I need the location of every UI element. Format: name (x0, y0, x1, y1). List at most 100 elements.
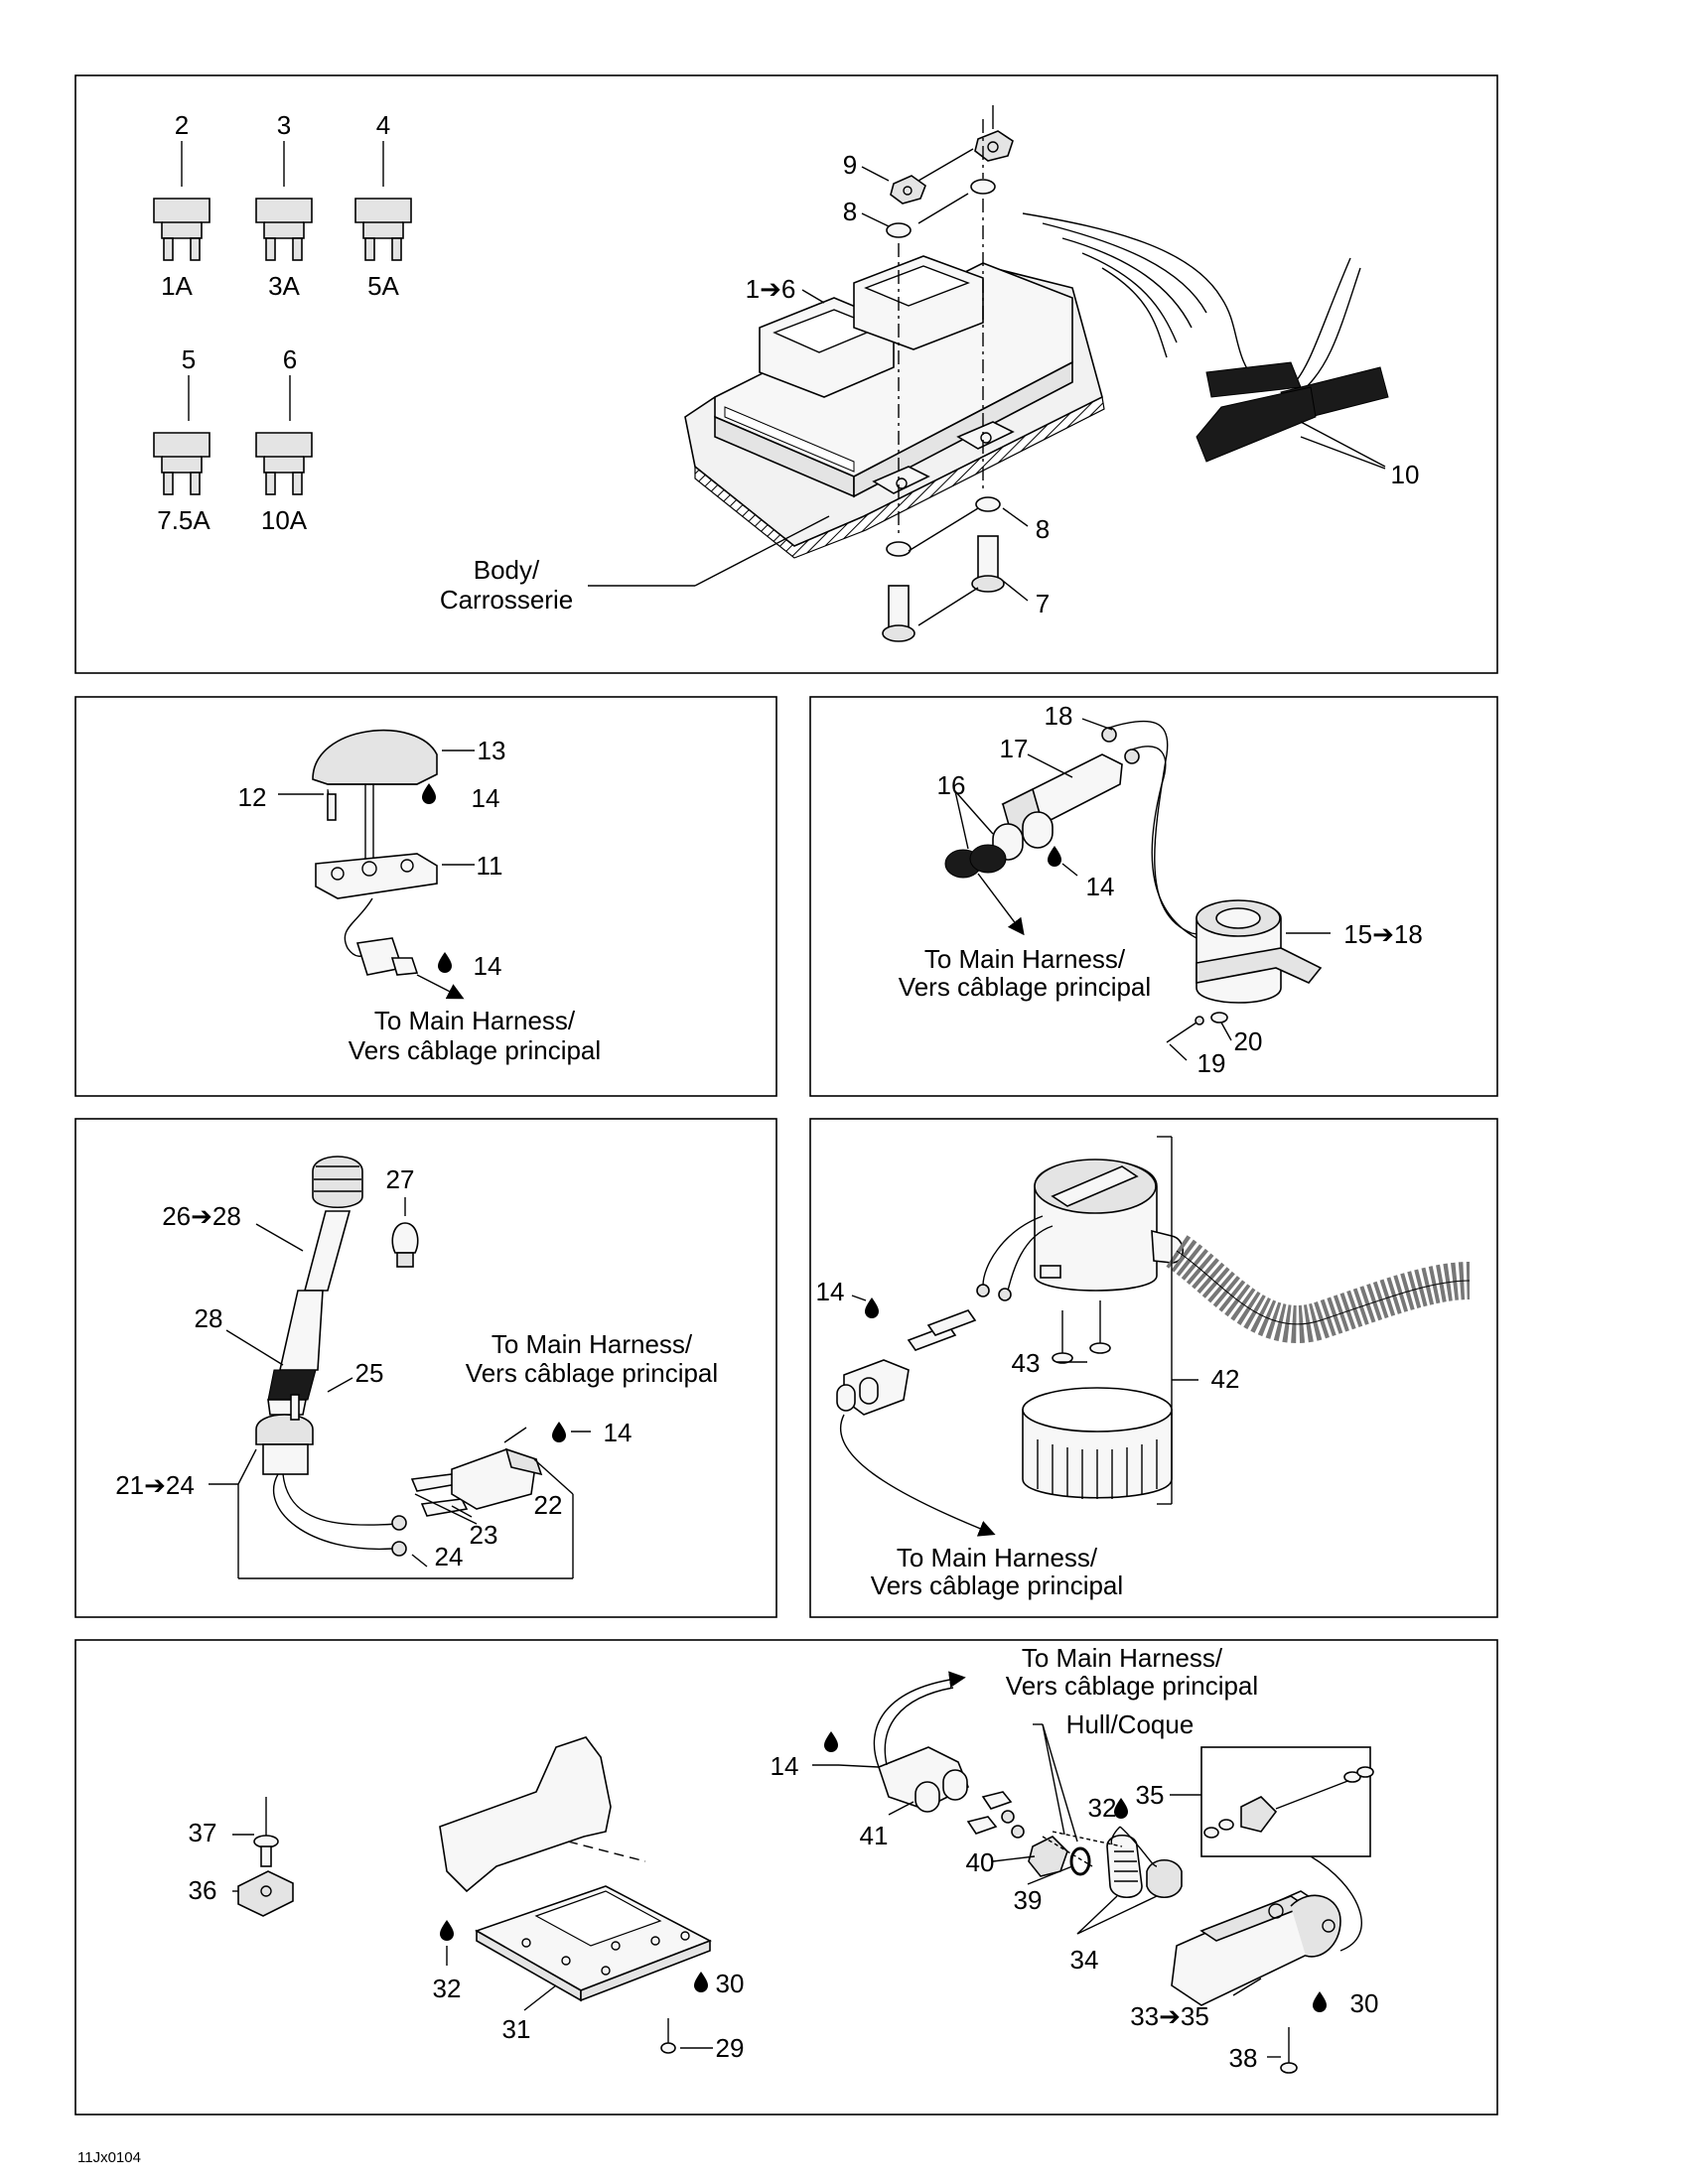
callout-36: 36 (189, 1875, 217, 1905)
callout-3: 3 (277, 110, 291, 140)
clip-36 (237, 1870, 294, 1917)
harness-label-en: To Main Harness/ (924, 944, 1126, 974)
callout-37: 37 (189, 1818, 217, 1847)
callout-26-28: 26➔28 (162, 1201, 241, 1231)
sealant-drop-icon (422, 783, 436, 804)
sealant-drop-icon (1313, 1991, 1327, 2012)
socket-21 (255, 1414, 314, 1445)
fuse-4 (354, 141, 412, 261)
sealant-drop-icon (1048, 846, 1061, 867)
fuse-icon (354, 198, 412, 261)
callout-11: 11 (477, 851, 503, 881)
kit-35-box (1200, 1746, 1371, 1857)
callout-13: 13 (478, 736, 506, 765)
callout-14-lower: 14 (474, 951, 502, 981)
callout-43: 43 (1012, 1348, 1041, 1378)
light-base-11 (315, 853, 438, 899)
bulb-27 (391, 1197, 419, 1268)
callout-35: 35 (1136, 1780, 1165, 1810)
fuse-rating-3a: 3A (268, 271, 300, 301)
callout-32-upper: 32 (1088, 1793, 1117, 1823)
panel-bilge-pump: 14 43 42 To Main Harness/ Vers câblage p… (809, 1118, 1498, 1618)
panel-speed-sensor: 37 36 32 31 30 29 14 41 40 39 32 34 35 3… (74, 1639, 1498, 2116)
panel-frame (809, 696, 1498, 1097)
sealant-drop-icon (438, 952, 452, 973)
callout-40: 40 (966, 1847, 995, 1877)
harness-label-en: To Main Harness/ (492, 1329, 693, 1359)
callout-34: 34 (1070, 1945, 1099, 1975)
sealant-drop-icon (440, 1920, 454, 1941)
callout-15-18: 15➔18 (1343, 919, 1423, 949)
sealant-drop-icon (552, 1422, 566, 1442)
callout-30: 30 (716, 1969, 745, 1998)
nav-light-base-28 (267, 1369, 317, 1401)
body-label-fr: Carrosserie (440, 585, 573, 614)
fuse-rating-7-5a: 7.5A (157, 505, 211, 535)
fuse-icon (153, 432, 211, 495)
callout-7: 7 (1036, 589, 1050, 618)
callout-8-bottom: 8 (1036, 514, 1050, 544)
panel-frame (74, 74, 1498, 674)
callout-33-35: 33➔35 (1130, 2001, 1209, 2031)
callout-20: 20 (1234, 1026, 1263, 1056)
hardware-7-8-9 (882, 119, 1014, 642)
fuse-rating-10a: 10A (261, 505, 308, 535)
callout-14: 14 (1086, 872, 1115, 901)
fuse-3 (255, 141, 313, 261)
fuse-icon (255, 432, 313, 495)
harness-label-en: To Main Harness/ (897, 1543, 1098, 1572)
panel-frame (74, 696, 777, 1097)
sealant-drop-icon (694, 1972, 708, 1992)
hull-label: Hull/Coque (1066, 1709, 1195, 1739)
panel-frame (74, 1639, 1498, 2116)
callout-18: 18 (1045, 701, 1073, 731)
o-ring-39 (1069, 1846, 1091, 1876)
callout-14: 14 (771, 1751, 799, 1781)
fuse-icon (255, 198, 313, 261)
callout-27: 27 (386, 1164, 415, 1194)
fuse-icon (153, 198, 211, 261)
callout-19: 19 (1197, 1048, 1226, 1078)
panel-navigation-light: 27 26➔28 28 25 21➔24 14 22 23 24 To Main… (74, 1118, 777, 1618)
callout-30-lower: 30 (1350, 1988, 1379, 2018)
fuse-rating-1a: 1A (161, 271, 193, 301)
harness-10 (1022, 212, 1389, 468)
callout-16: 16 (937, 770, 966, 800)
panel-light: 13 12 14 11 14 To Main Harness/ Vers câb… (74, 696, 777, 1097)
harness-label-en: To Main Harness/ (374, 1006, 576, 1035)
callout-29: 29 (716, 2033, 745, 2063)
nav-light-dome (312, 1156, 363, 1208)
figure-code: 11Jx0104 (77, 2149, 141, 2166)
callout-41: 41 (860, 1821, 889, 1850)
callout-42: 42 (1211, 1364, 1240, 1394)
panel-frame (74, 1118, 777, 1618)
callout-25: 25 (355, 1358, 384, 1388)
callout-5: 5 (182, 344, 196, 374)
callout-12: 12 (238, 782, 267, 812)
sealant-drop-icon (865, 1297, 879, 1318)
callout-10: 10 (1391, 460, 1420, 489)
callout-14: 14 (472, 783, 500, 813)
harness-label-fr: Vers câblage principal (1006, 1671, 1258, 1701)
harness-label-fr: Vers câblage principal (899, 972, 1151, 1002)
fuse-rating-5a: 5A (367, 271, 399, 301)
panel-fuse-box: 2 3 4 5 6 9 8 1➔6 10 8 7 1A 3A 5A 7.5A 1… (74, 74, 1498, 674)
callout-38: 38 (1229, 2043, 1258, 2073)
callout-32: 32 (433, 1974, 462, 2003)
callout-14: 14 (604, 1418, 633, 1447)
callout-22: 22 (534, 1490, 563, 1520)
nav-light-pole-26 (303, 1210, 352, 1292)
callout-24: 24 (435, 1542, 464, 1571)
callout-31: 31 (502, 2014, 531, 2044)
hull-section (439, 1736, 612, 1893)
fuse-2 (153, 141, 211, 261)
callout-4: 4 (376, 110, 390, 140)
callout-6: 6 (283, 344, 297, 374)
callout-2: 2 (175, 110, 189, 140)
callout-8-top: 8 (843, 197, 857, 226)
callout-14: 14 (816, 1277, 845, 1306)
panel-sensor: 18 17 16 14 15➔18 20 19 To Main Harness/… (809, 696, 1498, 1097)
callout-17: 17 (1000, 734, 1029, 763)
light-lens-13 (312, 729, 438, 785)
